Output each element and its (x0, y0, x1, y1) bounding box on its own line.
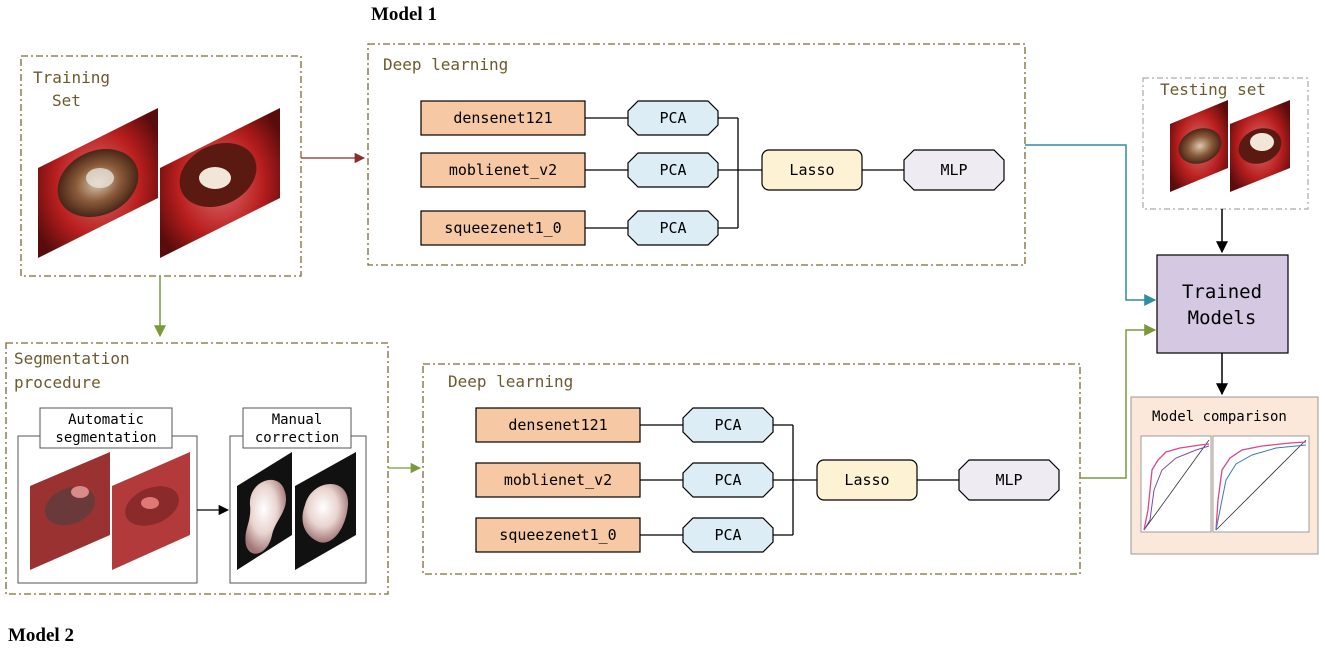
arrow-model2-to-trained (1080, 324, 1157, 479)
svg-text:PCA: PCA (714, 416, 741, 434)
automatic-label-2: segmentation (55, 430, 156, 446)
model1-lasso: Lasso (761, 149, 863, 191)
model1-backbone-densenet121: densenet121 (420, 100, 586, 136)
manual-label-2: correction (255, 430, 339, 446)
svg-text:PCA: PCA (714, 471, 741, 489)
manual-correction-box: Manual correction (229, 407, 367, 584)
model-comparison-label: Model comparison (1152, 409, 1287, 425)
svg-text:Lasso: Lasso (789, 161, 834, 179)
segmentation-label-1: Segmentation (14, 349, 130, 368)
svg-text:squeezenet1_0: squeezenet1_0 (444, 219, 561, 237)
svg-text:squeezenet1_0: squeezenet1_0 (499, 526, 616, 544)
model2-title: Model 2 (8, 625, 74, 646)
model1-backbone-moblienet: moblienet_v2 (420, 152, 586, 188)
svg-text:moblienet_v2: moblienet_v2 (504, 471, 612, 489)
svg-text:densenet121: densenet121 (508, 416, 607, 434)
segmentation-panel: Segmentation procedure Automatic segment… (5, 342, 389, 595)
trained-models-label-1: Trained (1182, 281, 1262, 303)
svg-text:densenet121: densenet121 (453, 109, 552, 127)
auto-seg-eye-2 (112, 452, 190, 570)
model2-pca-1: PCA (682, 407, 774, 443)
svg-text:MLP: MLP (995, 471, 1022, 489)
training-eye-image-2 (160, 108, 280, 258)
training-eye-image-1 (38, 108, 158, 258)
model2-pca-2: PCA (682, 462, 774, 498)
manual-label-1: Manual (272, 412, 323, 428)
model1-pca-3: PCA (627, 210, 719, 246)
model1-pca-2: PCA (627, 152, 719, 188)
svg-text:PCA: PCA (659, 109, 686, 127)
training-set-label-1: Training (33, 68, 110, 87)
testing-eye-image-1 (1170, 100, 1228, 192)
model2-pca-3: PCA (682, 517, 774, 553)
roc-plot-1 (1140, 435, 1212, 533)
testing-set-label: Testing set (1160, 80, 1266, 99)
model2-panel-label: Deep learning (448, 372, 573, 391)
arrow-model1-to-trained (1025, 144, 1157, 306)
automatic-label-1: Automatic (68, 412, 144, 428)
manual-lens-image-1 (237, 452, 292, 570)
segmentation-label-2: procedure (14, 373, 101, 392)
manual-lens-image-2 (295, 452, 356, 570)
training-set-label-2: Set (52, 91, 81, 110)
training-set-panel: Training Set (20, 55, 302, 277)
svg-text:PCA: PCA (659, 219, 686, 237)
model2-deep-learning-panel: Deep learning densenet121 moblienet_v2 s… (422, 363, 1081, 575)
model2-backbone-densenet121: densenet121 (475, 407, 641, 443)
model2-backbone-squeezenet: squeezenet1_0 (475, 517, 641, 553)
model1-mlp: MLP (903, 149, 1005, 191)
svg-text:moblienet_v2: moblienet_v2 (449, 161, 557, 179)
model2-mlp: MLP (958, 459, 1060, 501)
model1-panel-label: Deep learning (383, 55, 508, 74)
model2-lasso: Lasso (816, 459, 918, 501)
model1-title: Model 1 (371, 4, 437, 25)
svg-text:PCA: PCA (659, 161, 686, 179)
auto-seg-eye-1 (30, 452, 110, 570)
model1-pca-1: PCA (627, 100, 719, 136)
svg-text:MLP: MLP (940, 161, 967, 179)
model2-backbone-moblienet: moblienet_v2 (475, 462, 641, 498)
model1-backbone-squeezenet: squeezenet1_0 (420, 210, 586, 246)
svg-text:PCA: PCA (714, 526, 741, 544)
model-comparison-panel: Model comparison (1130, 396, 1319, 555)
svg-text:Lasso: Lasso (844, 471, 889, 489)
testing-eye-image-2 (1230, 100, 1290, 192)
roc-plot-2 (1212, 435, 1310, 533)
trained-models-label-2: Models (1188, 307, 1257, 329)
testing-set-panel: Testing set (1142, 77, 1309, 210)
model1-deep-learning-panel: Deep learning densenet121 moblienet_v2 s… (367, 43, 1026, 266)
trained-models-box: Trained Models (1156, 254, 1289, 354)
automatic-segmentation-box: Automatic segmentation (17, 407, 198, 584)
